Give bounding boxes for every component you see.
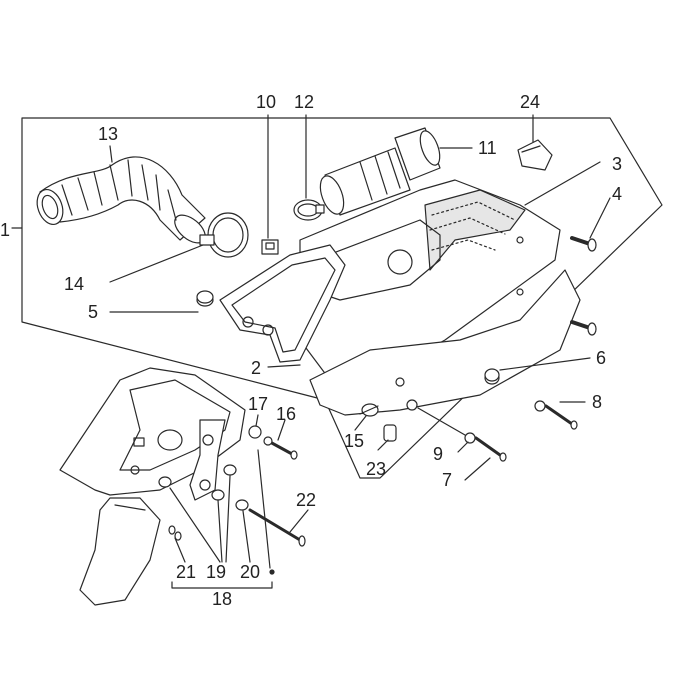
callout-10: 10 <box>256 92 276 112</box>
leader-line-23 <box>377 439 389 451</box>
washer-20 <box>235 499 249 511</box>
leader-line-4 <box>589 197 611 239</box>
callout-16: 16 <box>276 404 296 424</box>
leader-line-20b <box>257 449 271 569</box>
cover-screws <box>570 236 597 336</box>
washers-19 <box>158 464 237 501</box>
callout-19: 19 <box>206 562 226 582</box>
callout-12: 12 <box>294 92 314 112</box>
screw-8 <box>534 400 578 430</box>
intake-hose <box>36 156 206 244</box>
group-bracket-18 <box>171 581 273 589</box>
callout-22: 22 <box>296 490 316 510</box>
leader-line-6 <box>499 357 591 371</box>
callout-23: 23 <box>366 459 386 479</box>
callout-9: 9 <box>433 444 443 464</box>
bolt-22 <box>248 508 306 547</box>
leader-line-16 <box>277 419 286 441</box>
leader-line-2 <box>267 364 301 368</box>
leader-line-14 <box>109 244 204 283</box>
leader-line-20 <box>242 510 251 563</box>
assembly-bracket-line <box>21 117 663 479</box>
bullet-dot <box>269 569 275 575</box>
drain-clamp <box>359 403 379 417</box>
small-cap <box>517 139 553 171</box>
inlet-tube <box>319 127 441 216</box>
leader-line-19a <box>169 487 221 563</box>
callout-20: 20 <box>240 562 260 582</box>
leader-line-17 <box>255 414 259 427</box>
clip-nut <box>261 239 279 255</box>
callout-18: 18 <box>212 589 232 609</box>
leader-line-19c <box>225 475 231 563</box>
leader-line-7 <box>464 457 491 481</box>
spacer-bush <box>196 290 214 307</box>
callout-8: 8 <box>592 392 602 412</box>
drain-plug <box>383 424 397 442</box>
callout-4: 4 <box>612 184 622 204</box>
callout-13: 13 <box>98 124 118 144</box>
callout-1: 1 <box>0 220 10 240</box>
bush-6 <box>484 368 500 385</box>
leader-line-3 <box>524 161 601 206</box>
leader-line-22 <box>289 509 309 533</box>
callout-3: 3 <box>612 154 622 174</box>
leader-line-13 <box>109 145 113 163</box>
callout-labels: 1 2 3 4 5 6 7 8 9 10 11 12 13 14 15 16 1… <box>0 92 622 609</box>
leader-line-9 <box>457 441 469 453</box>
leader-line-21 <box>174 537 186 563</box>
small-clamp <box>293 199 325 221</box>
callout-11: 11 <box>478 138 497 158</box>
callout-7: 7 <box>442 470 452 490</box>
washer-screw-7-9 <box>406 399 507 462</box>
lower-cover-flap <box>79 497 161 606</box>
lower-bracket <box>189 419 226 501</box>
hose-clamp <box>199 212 249 258</box>
screw-16 <box>248 425 298 460</box>
leader-line-9b <box>417 407 466 436</box>
small-screws-21 <box>168 525 182 541</box>
leader-line-19b <box>217 499 223 563</box>
air-filter-housing <box>309 269 581 416</box>
filter-housing-cover <box>299 179 561 381</box>
callout-5: 5 <box>88 302 98 322</box>
callout-14: 14 <box>64 274 84 294</box>
callout-15: 15 <box>344 431 364 451</box>
callout-17: 17 <box>248 394 268 414</box>
callout-6: 6 <box>596 348 606 368</box>
leader-line-15 <box>354 415 367 431</box>
gasket <box>219 244 346 363</box>
callout-21: 21 <box>176 562 196 582</box>
callout-2: 2 <box>251 358 261 378</box>
callout-24: 24 <box>520 92 540 112</box>
